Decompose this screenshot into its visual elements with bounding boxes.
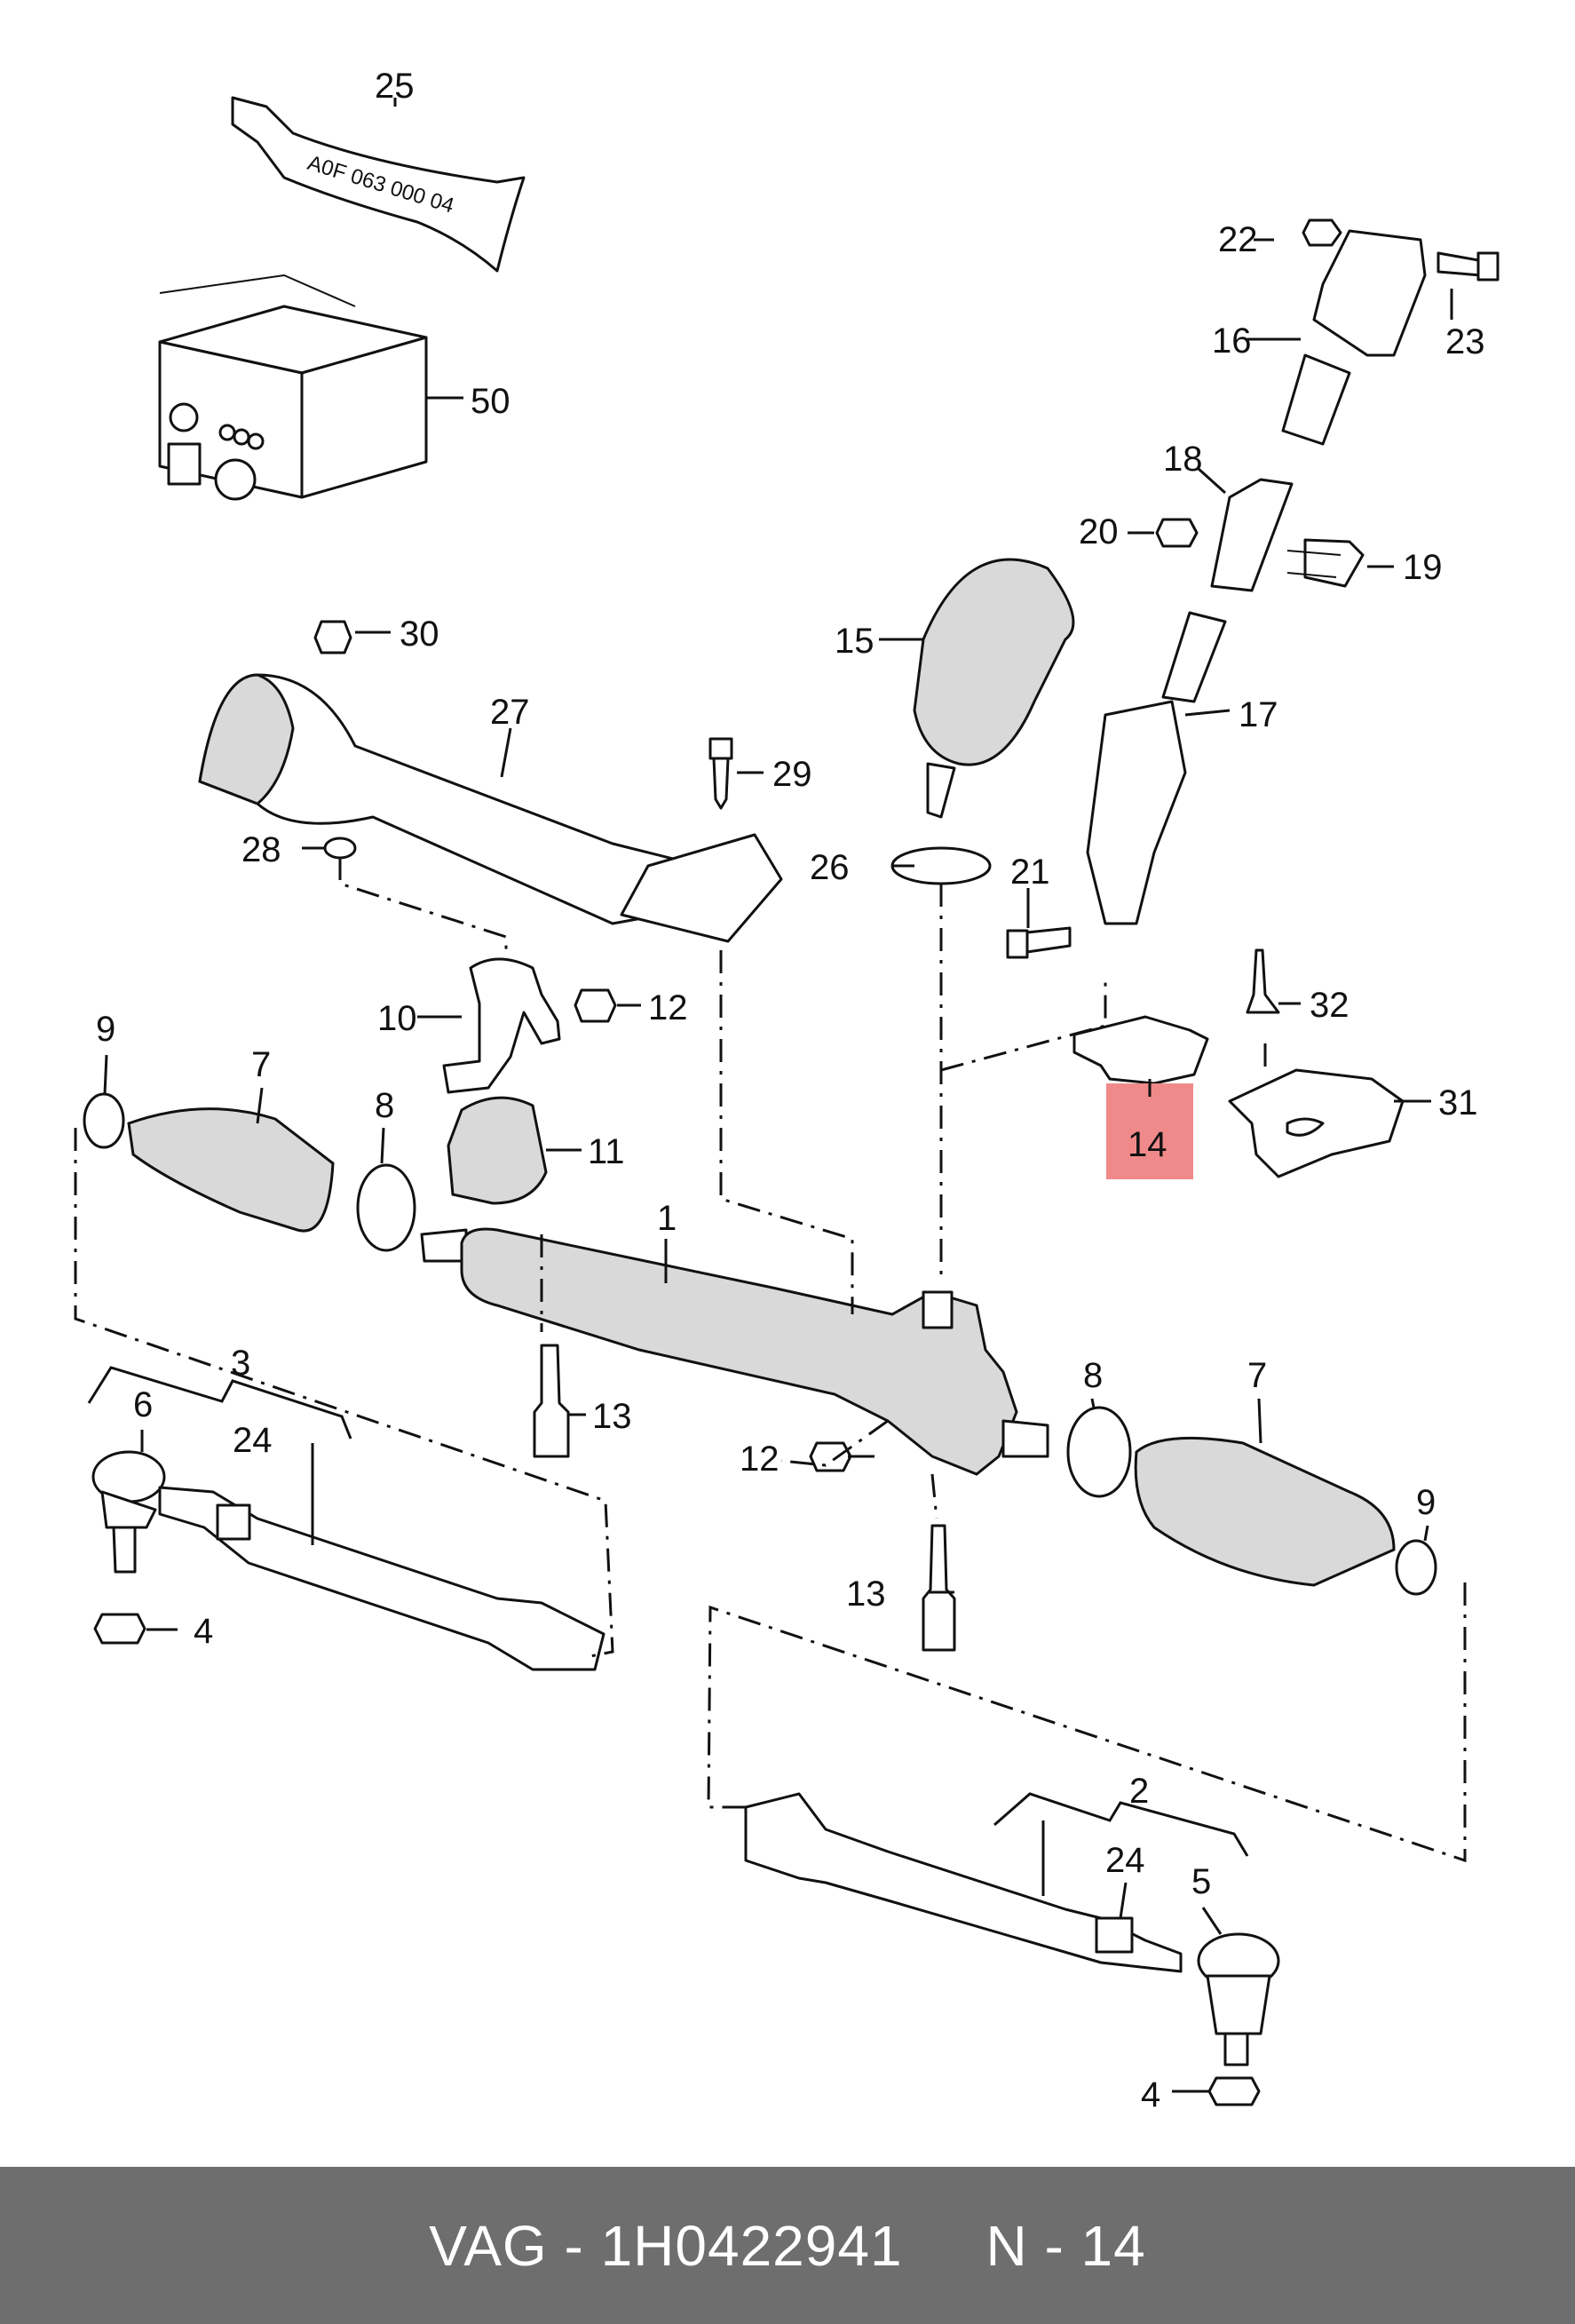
callout-7-right: 7 (1247, 1356, 1267, 1395)
callout-16: 16 (1212, 321, 1252, 361)
callout-31: 31 (1438, 1083, 1478, 1122)
boot-7-left (127, 1107, 335, 1233)
clip-9-right (1395, 1539, 1437, 1596)
nut-4-right (1207, 2076, 1261, 2106)
part-number-footer: VAG - 1H0422941 N - 14 (0, 2167, 1575, 2324)
callout-7-left: 7 (251, 1045, 271, 1084)
footer-position-label: N (985, 2213, 1028, 2278)
bolt-29 (708, 737, 733, 810)
clamp-8-right (1066, 1406, 1132, 1498)
callout-4-right: 4 (1141, 2075, 1160, 2114)
callout-23: 23 (1445, 322, 1485, 361)
callout-6: 6 (133, 1385, 153, 1424)
callout-15: 15 (835, 622, 875, 661)
callout-12-upper: 12 (648, 988, 688, 1027)
callout-4-left: 4 (194, 1612, 213, 1651)
steering-rack-1 (420, 1227, 1049, 1476)
callout-29: 29 (772, 755, 812, 794)
callout-30: 30 (400, 615, 439, 654)
callout-25: 25 (375, 67, 415, 106)
callout-10: 10 (377, 999, 417, 1038)
bolt-21 (1006, 926, 1072, 959)
highlight-14 (1106, 1083, 1193, 1179)
footer-position-value: 14 (1080, 2213, 1146, 2278)
tie-rod-left (158, 1486, 605, 1671)
callout-3: 3 (231, 1344, 250, 1383)
bolts-19 (1286, 538, 1365, 588)
callout-8-left: 8 (375, 1086, 394, 1125)
rack-cover-27 (198, 673, 783, 943)
bolt-23 (1436, 251, 1500, 282)
tie-rod-end-5 (1197, 1932, 1280, 2066)
nut-12-upper (574, 988, 617, 1023)
clamp-8-left (356, 1163, 416, 1252)
callout-5: 5 (1191, 1862, 1211, 1901)
callout-2: 2 (1129, 1772, 1149, 1811)
callout-22: 22 (1218, 220, 1258, 259)
callout-26: 26 (810, 848, 850, 887)
footer-part-number: 1H0422941 (600, 2213, 903, 2278)
callout-50: 50 (471, 382, 510, 421)
callout-21: 21 (1010, 853, 1050, 892)
footer-separator-2: - (1027, 2213, 1081, 2278)
tie-rod-right (744, 1792, 1183, 1973)
callout-19: 19 (1403, 548, 1443, 587)
callout-9-left: 9 (96, 1010, 115, 1049)
footer-separator: - (547, 2213, 601, 2278)
bushing-11 (447, 1096, 548, 1205)
bracket-31 (1228, 1068, 1405, 1178)
footer-brand: VAG (429, 2213, 548, 2278)
callout-13-lower: 13 (846, 1574, 886, 1614)
callout-17: 17 (1239, 695, 1278, 734)
clamp-10 (442, 957, 561, 1094)
sleeve-18 (1210, 478, 1294, 592)
callout-27: 27 (490, 693, 530, 732)
intermediate-shaft-17 (1086, 611, 1227, 925)
connection-dashed-lines (74, 857, 1467, 1863)
leader-lines (87, 98, 1453, 2093)
callout-labels: 1 2 3 4 4 5 6 7 7 8 8 9 9 10 11 12 12 13… (96, 67, 1485, 2114)
callout-14: 14 (1128, 1125, 1167, 1164)
callout-12-lower: 12 (740, 1440, 780, 1479)
grease-tube-25: A0F 063 000 04 (231, 96, 526, 273)
bolt-13-lower (922, 1524, 956, 1652)
callout-8-right: 8 (1083, 1356, 1103, 1395)
callout-24-right: 24 (1105, 1841, 1145, 1880)
nut-30 (313, 620, 352, 654)
bracket-14 (1072, 1015, 1209, 1085)
nut-4-left (93, 1613, 146, 1645)
vag-parts-box-50 (158, 274, 428, 501)
tie-rod-end-6 (91, 1450, 166, 1574)
callout-1: 1 (657, 1199, 677, 1238)
clip-9-left (83, 1092, 125, 1149)
boot-7-right (1134, 1436, 1396, 1587)
exploded-parts-diagram: A0F 063 000 04 (74, 67, 1500, 2114)
bolt-13-upper (533, 1344, 570, 1458)
callout-32: 32 (1310, 986, 1349, 1025)
boot-15 (913, 558, 1075, 819)
footer-gap (903, 2213, 986, 2279)
callout-9-right: 9 (1416, 1483, 1436, 1522)
nut-12-lower (809, 1441, 852, 1472)
callout-20: 20 (1079, 512, 1119, 551)
nut-22 (1302, 218, 1342, 247)
callout-11: 11 (588, 1132, 625, 1171)
washer-28 (323, 837, 357, 860)
nut-20 (1155, 518, 1199, 548)
callout-24-left: 24 (233, 1421, 273, 1460)
callout-18: 18 (1163, 440, 1203, 479)
rivet-32 (1246, 948, 1280, 1014)
universal-joint-16 (1281, 229, 1427, 446)
callout-28: 28 (241, 830, 281, 869)
callout-13-upper: 13 (592, 1397, 632, 1436)
